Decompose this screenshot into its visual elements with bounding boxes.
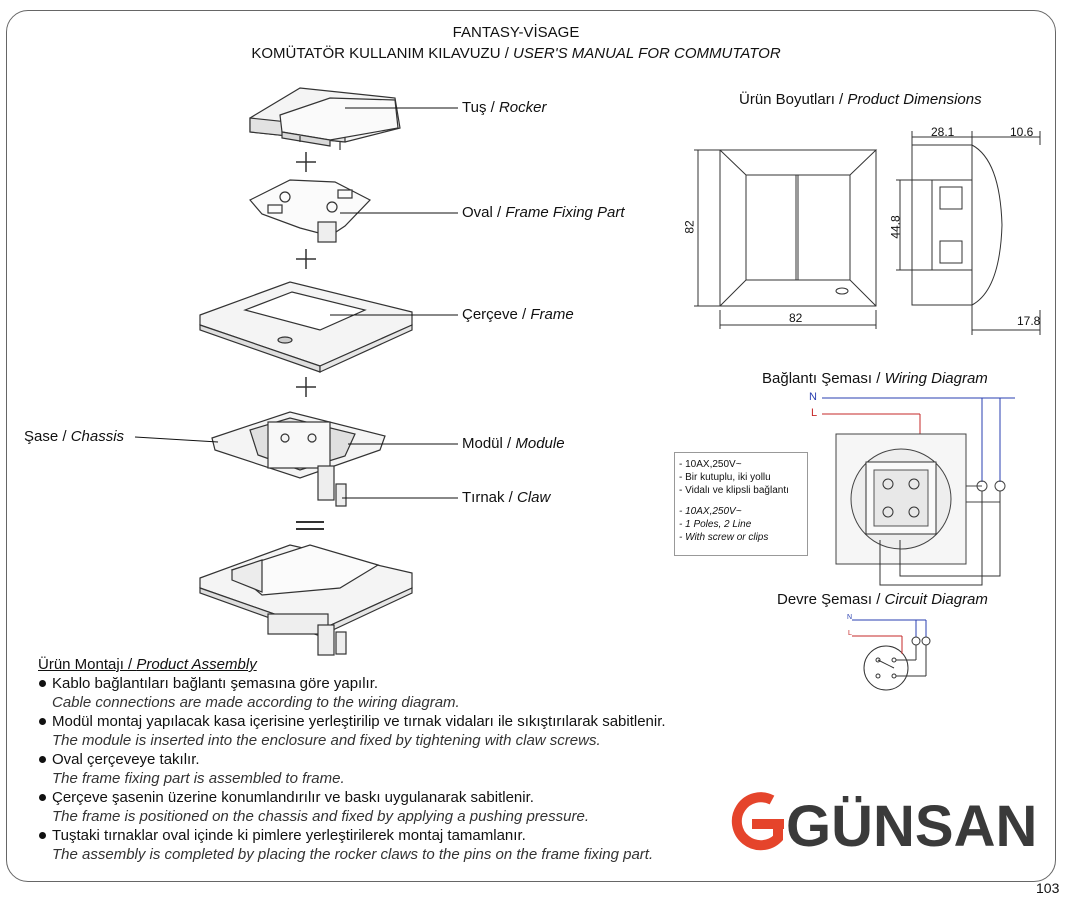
assembly-step-2-tr: Modül montaj yapılacak kasa içerisine ye…: [38, 712, 666, 731]
spec-box: - 10AX,250V~ - Bir kutuplu, iki yollu - …: [674, 452, 808, 556]
wiring-l-label: L: [811, 407, 818, 419]
frame-fixing-illustration: [249, 179, 371, 243]
assembly-step-5-en: The assembly is completed by placing the…: [52, 846, 654, 863]
dimensions-drawing: [694, 131, 1041, 335]
rocker-illustration: [249, 87, 401, 150]
frame-illustration: [199, 281, 413, 373]
assembly-step-1-en: Cable connections are made according to …: [52, 694, 460, 711]
wiring-n-label: N: [809, 391, 817, 403]
circuit-title: Devre Şeması / Circuit Diagram: [777, 591, 988, 608]
page-border: [6, 10, 1056, 882]
assembly-step-2-en: The module is inserted into the enclosur…: [52, 732, 601, 749]
chassis-module-illustration: [211, 411, 386, 507]
assembly-step-3-en: The frame fixing part is assembled to fr…: [52, 770, 345, 787]
circuit-drawing: [852, 619, 931, 691]
brand-name: GÜNSAN: [786, 794, 1037, 858]
dimensions-title: Ürün Boyutları / Product Dimensions: [739, 91, 982, 108]
dim-depth-top: 28.1: [931, 125, 955, 139]
dim-depth-front: 10.6: [1010, 125, 1034, 139]
assembly-step-4-tr: Çerçeve şasenin üzerine konumlandırılır …: [38, 788, 666, 807]
wiring-title: Bağlantı Şeması / Wiring Diagram: [762, 370, 988, 387]
wiring-drawing: [822, 397, 1015, 586]
chassis-label: Şase / Chassis: [24, 428, 125, 445]
assembly-step-4-en: The frame is positioned on the chassis a…: [52, 808, 589, 825]
frame-label: Çerçeve / Frame: [462, 306, 574, 323]
assembly-instructions: Ürün Montajı / Product Assembly Kablo ba…: [38, 655, 666, 864]
circuit-n-label: N: [847, 614, 853, 621]
dim-depth-bottom: 17.8: [1017, 314, 1041, 328]
assembly-step-1-tr: Kablo bağlantıları bağlantı şemasına gör…: [38, 674, 666, 693]
assembly-title: Ürün Montajı / Product Assembly: [38, 656, 257, 673]
rocker-label: Tuş / Rocker: [462, 99, 547, 116]
dim-width: 82: [789, 311, 803, 325]
circuit-l-label: L: [848, 630, 852, 637]
dim-module-height: 44.8: [888, 215, 903, 239]
claw-label: Tırnak / Claw: [462, 489, 551, 506]
assembled-illustration: [199, 544, 413, 656]
frame-fixing-label: Oval / Frame Fixing Part: [462, 204, 625, 221]
manual-title: KOMÜTATÖR KULLANIM KILAVUZU / USER'S MAN…: [251, 45, 781, 62]
page-number: 103: [1036, 880, 1060, 896]
assembly-step-5-tr: Tuştaki tırnaklar oval içinde ki pimlere…: [38, 826, 666, 845]
module-label: Modül / Module: [462, 435, 565, 452]
product-title: FANTASY-VİSAGE: [452, 24, 580, 41]
gunsan-logo: GÜNSAN: [731, 792, 1037, 858]
assembly-step-3-tr: Oval çerçeveye takılır.: [38, 750, 666, 769]
dim-height: 82: [682, 220, 697, 234]
